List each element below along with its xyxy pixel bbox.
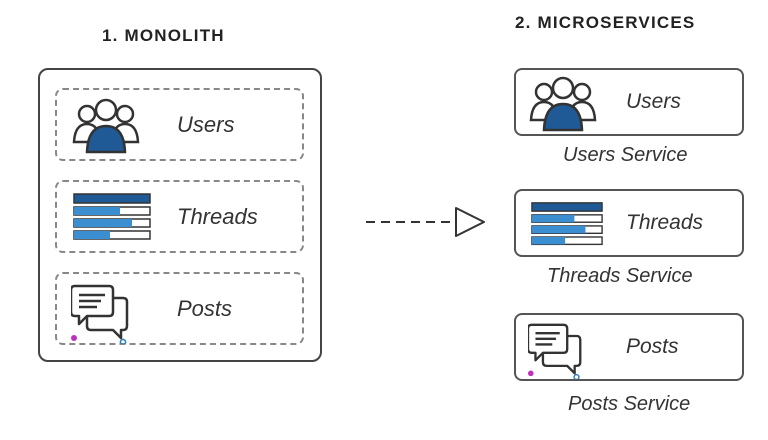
migration-arrow-icon <box>364 204 488 240</box>
posts-icon <box>528 321 584 379</box>
users-service-caption: Users Service <box>563 144 688 166</box>
threads-icon <box>530 201 604 249</box>
monolith-posts-module: Posts <box>55 272 304 345</box>
monolith-users-label: Users <box>177 112 235 137</box>
threads-service-box: Threads <box>514 189 744 257</box>
posts-icon <box>71 282 131 344</box>
threads-icon <box>73 192 151 244</box>
microservices-heading: 2. MICROSERVICES <box>515 13 696 32</box>
users-icon <box>71 96 141 154</box>
monolith-heading: 1. MONOLITH <box>102 26 225 45</box>
threads-service-caption: Threads Service <box>547 265 693 287</box>
monolith-posts-label: Posts <box>177 296 233 321</box>
monolith-users-module: Users <box>55 88 304 161</box>
users-icon <box>528 74 598 132</box>
posts-service-box: Posts <box>514 313 744 381</box>
users-service-box: Users <box>514 68 744 136</box>
monolith-threads-label: Threads <box>177 204 258 229</box>
threads-service-label: Threads <box>626 211 704 234</box>
posts-service-label: Posts <box>626 335 679 358</box>
monolith-threads-module: Threads <box>55 180 304 253</box>
users-service-label: Users <box>626 90 681 113</box>
posts-service-caption: Posts Service <box>568 393 691 415</box>
monolith-container <box>38 68 322 362</box>
